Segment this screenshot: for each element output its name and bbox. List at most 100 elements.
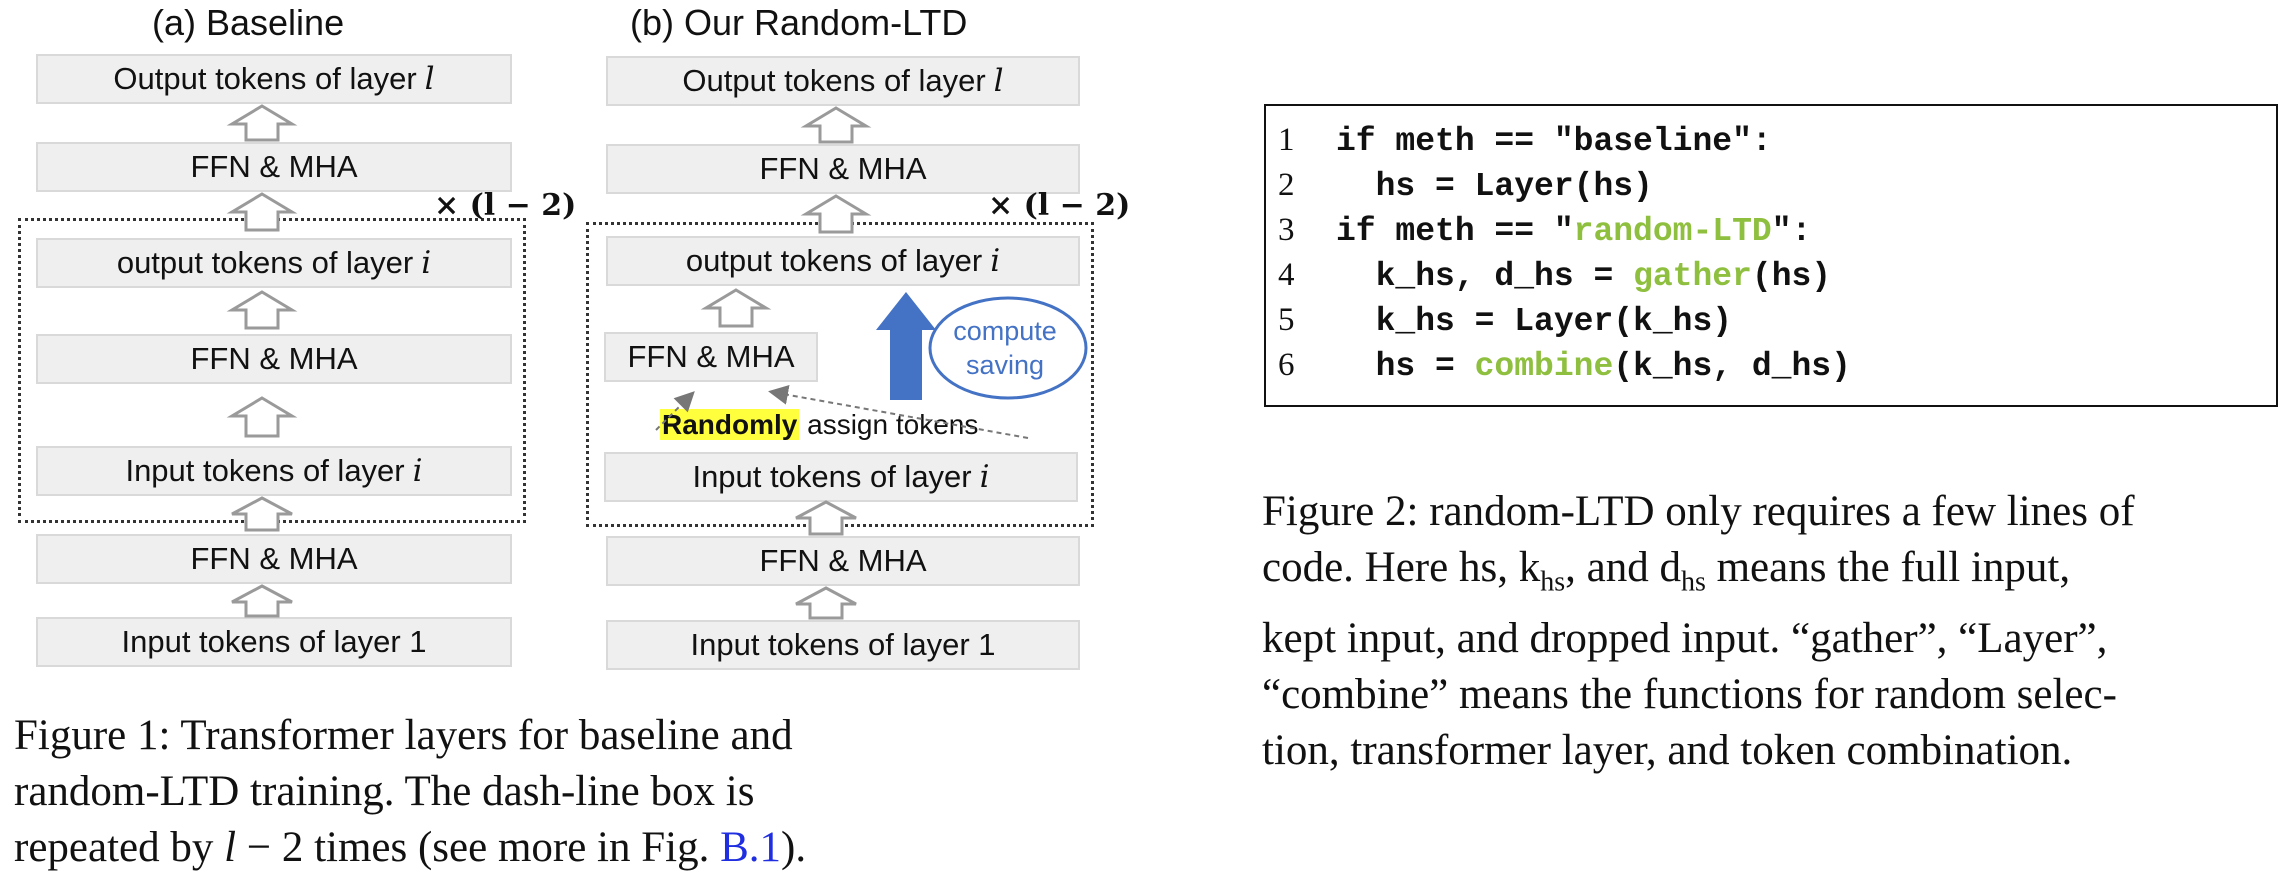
figure1-caption: Figure 1: Transformer layers for baselin… (14, 708, 806, 876)
up-arrow-icon (700, 288, 772, 328)
code-text: k_hs = Layer(k_hs) (1336, 303, 1733, 340)
caption-line: Figure 1: Transformer layers for baselin… (14, 712, 793, 759)
text: ). (781, 824, 807, 871)
label: FFN & MHA (759, 151, 927, 186)
repeat-count-b: × (l − 2) (988, 188, 1131, 223)
text: repeated by (14, 824, 225, 871)
code-line-1: 1 if meth == "baseline": (1278, 122, 1772, 160)
label: FFN & MHA (190, 541, 358, 576)
box-b-ffn-1: FFN & MHA (606, 144, 1080, 194)
code-line-4: 4 k_hs, d_hs = gather(hs) (1278, 257, 1831, 295)
box-a-ffn-2: FFN & MHA (36, 334, 512, 384)
var-l: l (424, 61, 435, 97)
up-arrow-icon (226, 396, 298, 438)
label: Input tokens of layer 1 (121, 624, 427, 659)
box-b-input-1: Input tokens of layer 1 (606, 620, 1080, 670)
caption-line: code. Here hs, khs, and dhs means the fu… (1262, 540, 2135, 611)
var-i: i (421, 245, 432, 281)
up-arrow-icon (226, 290, 298, 330)
caption-line: kept input, and dropped input. “gather”,… (1262, 614, 2108, 662)
line-number: 1 (1278, 122, 1295, 158)
line-number: 3 (1278, 212, 1295, 248)
caption-line: “combine” means the functions for random… (1262, 670, 2117, 718)
code-text: (hs) (1751, 258, 1832, 295)
text: means the full input, (1705, 544, 2071, 591)
code-listing: 1 if meth == "baseline": 2 hs = Layer(hs)… (1264, 104, 2278, 407)
code-text: ": (1771, 213, 1812, 250)
code-text: if meth == " (1336, 213, 1574, 250)
line-number: 6 (1278, 347, 1295, 383)
figure2-caption: Figure 2: random-LTD only requires a few… (1262, 484, 2135, 779)
label: Input tokens of layer (692, 459, 972, 494)
box-b-ffn-3: FFN & MHA (606, 536, 1080, 586)
subscript: hs (1680, 566, 1706, 598)
compute-saving-arrow (876, 292, 936, 400)
box-a-input-1: Input tokens of layer 1 (36, 617, 512, 667)
randomly-highlight: Randomly (660, 409, 800, 440)
saving-text: saving (965, 350, 1045, 380)
caption-line: tion, transformer layer, and token combi… (1262, 726, 2073, 774)
text: − 2 times (see more in Fig. (236, 824, 721, 871)
label: FFN & MHA (759, 543, 927, 578)
box-a-ffn-1: FFN & MHA (36, 142, 512, 192)
caption-line: repeated by l − 2 times (see more in Fig… (14, 820, 806, 876)
up-arrow-icon (800, 106, 872, 144)
line-number: 2 (1278, 167, 1295, 203)
code-text: if meth == "baseline": (1336, 123, 1772, 160)
up-arrow-icon (226, 104, 298, 142)
up-arrow-icon (231, 496, 293, 532)
repeat-count-a: × (l − 2) (434, 188, 577, 223)
line-number: 5 (1278, 302, 1295, 338)
box-b-ffn-2: FFN & MHA (604, 332, 818, 382)
subscript: hs (1540, 566, 1566, 598)
up-arrow-icon (795, 500, 857, 536)
up-arrow-icon (800, 194, 872, 234)
code-line-5: 5 k_hs = Layer(k_hs) (1278, 302, 1732, 340)
var-l: l (993, 63, 1004, 99)
box-a-ffn-3: FFN & MHA (36, 534, 512, 584)
var-i: i (979, 459, 990, 495)
code-line-3: 3 if meth == "random-LTD": (1278, 212, 1811, 250)
code-text: hs = (1336, 348, 1475, 385)
code-line-2: 2 hs = Layer(hs) (1278, 167, 1653, 205)
math-l: l (224, 824, 237, 871)
label: Output tokens of layer (682, 63, 986, 98)
text: code. Here hs, k (1262, 544, 1541, 591)
caption-line: random-LTD training. The dash-line box i… (14, 768, 755, 815)
up-arrow-icon (226, 192, 298, 232)
var-i: i (990, 243, 1001, 279)
up-arrow-icon (795, 586, 857, 620)
label: Input tokens of layer (125, 453, 405, 488)
code-keyword: random-LTD (1573, 213, 1772, 250)
compute-saving-label: compute saving (930, 314, 1080, 382)
compute-saving-ellipse (928, 296, 1088, 400)
panel-a-title: (a) Baseline (152, 2, 345, 43)
label: FFN & MHA (190, 341, 358, 376)
code-text: k_hs, d_hs = (1336, 258, 1634, 295)
figure-reference-link[interactable]: B.1 (720, 824, 782, 871)
label: Input tokens of layer 1 (690, 627, 996, 662)
code-text: hs = Layer(hs) (1336, 168, 1653, 205)
compute-text: compute (953, 316, 1057, 346)
label: FFN & MHA (190, 149, 358, 184)
up-arrow-icon (231, 584, 293, 618)
var-i: i (412, 453, 423, 489)
line-number: 4 (1278, 257, 1295, 293)
label: output tokens of layer (685, 243, 983, 278)
text: , and d (1565, 544, 1681, 591)
label: output tokens of layer (116, 245, 414, 280)
code-keyword: gather (1633, 258, 1752, 295)
code-line-6: 6 hs = combine(k_hs, d_hs) (1278, 347, 1851, 385)
caption-line: Figure 2: random-LTD only requires a few… (1262, 488, 2135, 535)
label: FFN & MHA (627, 339, 795, 374)
label: Output tokens of layer (113, 61, 417, 96)
code-text: (k_hs, d_hs) (1613, 348, 1851, 385)
code-keyword: combine (1474, 348, 1614, 385)
